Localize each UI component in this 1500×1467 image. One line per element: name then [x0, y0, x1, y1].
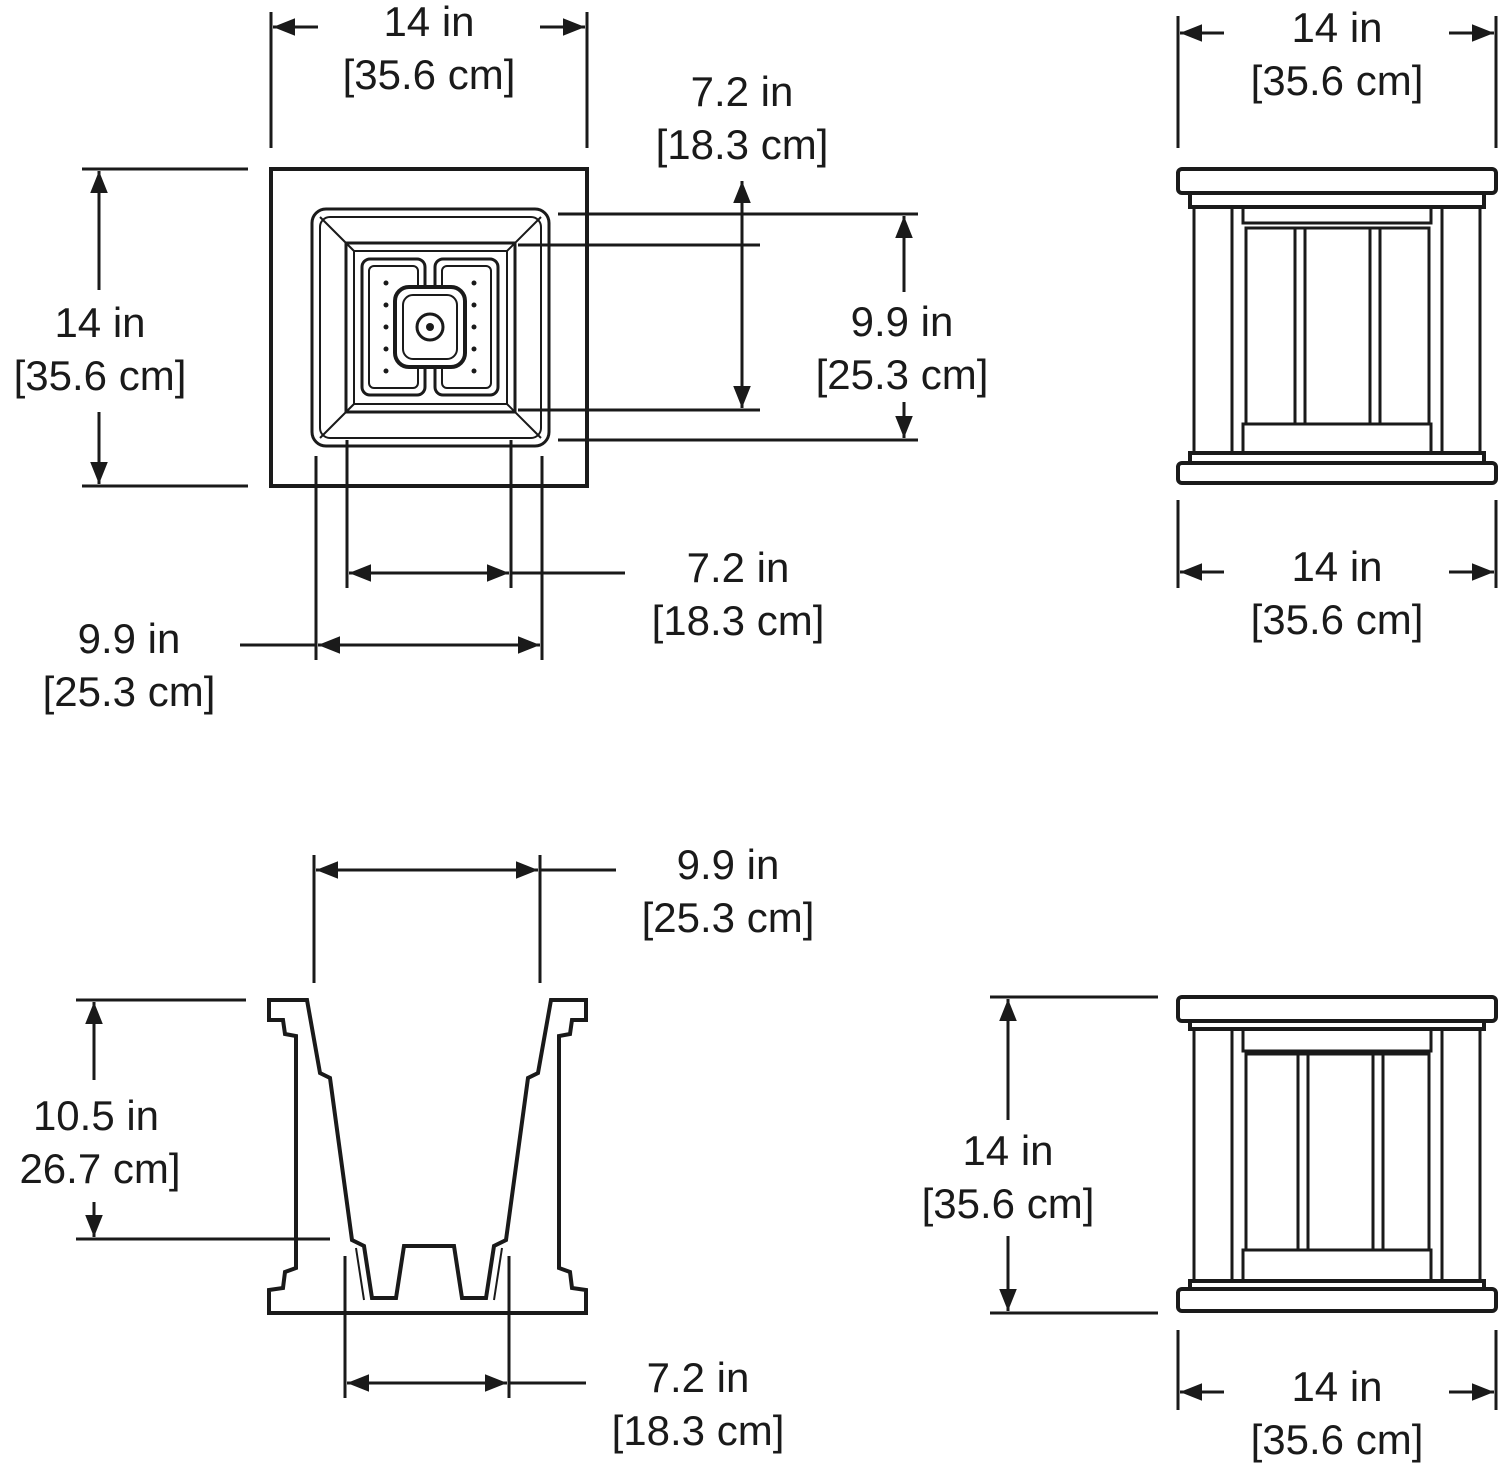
side-view-width-metric: [35.6 cm] [1251, 1416, 1424, 1463]
side-view-width-imperial: 14 in [1291, 1363, 1382, 1410]
top-view-opening-width-metric: [25.3 cm] [43, 668, 216, 715]
section-top-width-dimension: 9.9 in [25.3 cm] [312, 841, 815, 983]
top-view-opening-height-metric: [25.3 cm] [816, 351, 989, 398]
top-view-height-dimension: 14 in [35.6 cm] [14, 167, 248, 488]
front-view-top-width-imperial: 14 in [1291, 4, 1382, 51]
top-view-inner-dimension: 7.2 in [18.3 cm] [518, 68, 829, 412]
front-view-bottom-width-dimension: 14 in [35.6 cm] [1176, 500, 1498, 643]
side-view-height-dimension: 14 in [35.6 cm] [922, 995, 1158, 1315]
top-view-width-imperial: 14 in [383, 0, 474, 45]
section-base-width-imperial: 7.2 in [647, 1354, 750, 1401]
top-view-opening-height-dimension: 9.9 in [25.3 cm] [558, 212, 989, 442]
section-base-width-metric: [18.3 cm] [612, 1407, 785, 1454]
side-view-height-metric: [35.6 cm] [922, 1180, 1095, 1227]
top-view-height-imperial: 14 in [54, 299, 145, 346]
front-view-top-width-dimension: 14 in [35.6 cm] [1176, 4, 1498, 148]
front-view-bottom-width-imperial: 14 in [1291, 543, 1382, 590]
front-view: 14 in [35.6 cm] 14 in [35.6 cm] [1176, 4, 1498, 643]
drain-holes [383, 280, 477, 374]
front-view-bottom-width-metric: [35.6 cm] [1251, 596, 1424, 643]
top-view-inner-metric: [18.3 cm] [656, 121, 829, 168]
section-depth-dimension: 10.5 in 26.7 cm] [19, 998, 330, 1241]
top-view-base-width-imperial: 7.2 in [687, 544, 790, 591]
section-depth-imperial: 10.5 in [33, 1092, 159, 1139]
side-view: 14 in [35.6 cm] 14 in [35.6 cm] [922, 995, 1498, 1463]
cross-section-view: 9.9 in [25.3 cm] 10.5 in 26.7 cm] 7.2 in… [19, 841, 814, 1454]
top-view-opening-height-imperial: 9.9 in [851, 298, 954, 345]
side-view-width-dimension: 14 in [35.6 cm] [1176, 1330, 1498, 1463]
top-view: 14 in [35.6 cm] 14 in [35.6 cm] 7.2 in [… [14, 0, 989, 715]
top-view-opening-width-imperial: 9.9 in [78, 615, 181, 662]
top-view-opening-width-dimension: 9.9 in [25.3 cm] [43, 456, 544, 715]
section-top-width-imperial: 9.9 in [677, 841, 780, 888]
top-view-height-metric: [35.6 cm] [14, 352, 187, 399]
top-view-inner-imperial: 7.2 in [691, 68, 794, 115]
top-view-width-metric: [35.6 cm] [343, 51, 516, 98]
side-view-height-imperial: 14 in [962, 1127, 1053, 1174]
top-view-base-width-dimension: 7.2 in [18.3 cm] [345, 440, 825, 644]
top-view-base-width-metric: [18.3 cm] [652, 597, 825, 644]
section-base-width-dimension: 7.2 in [18.3 cm] [343, 1256, 785, 1454]
section-top-width-metric: [25.3 cm] [642, 894, 815, 941]
top-view-width-dimension: 14 in [35.6 cm] [269, 0, 589, 148]
front-view-top-width-metric: [35.6 cm] [1251, 57, 1424, 104]
section-depth-metric: 26.7 cm] [19, 1145, 180, 1192]
